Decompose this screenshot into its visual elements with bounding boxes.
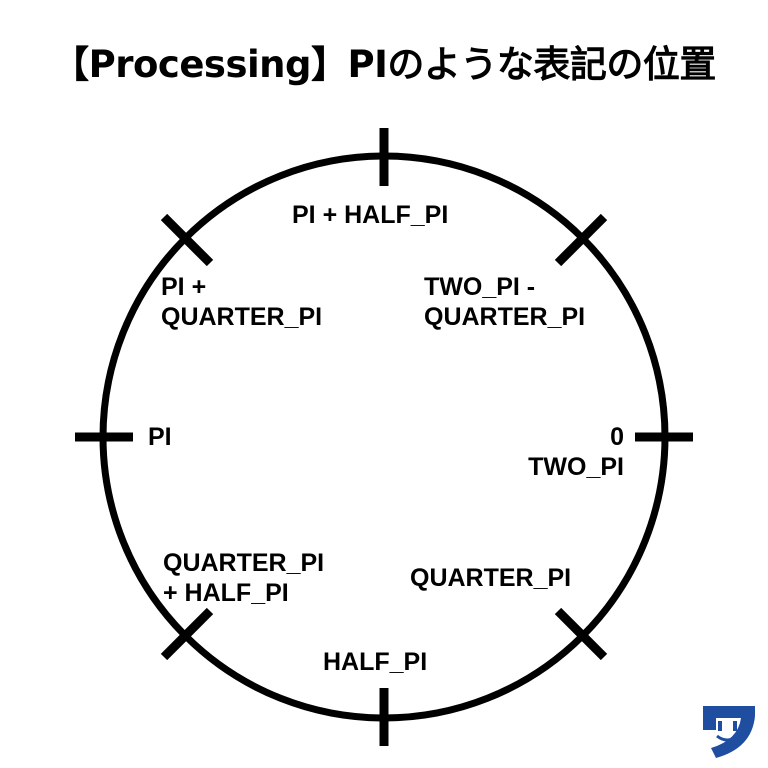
label-quarter-pi-plus-half-pi: QUARTER_PI+ HALF_PI <box>163 549 325 607</box>
label-pi-plus-quarter-pi: PI +QUARTER_PI <box>161 273 323 331</box>
tick-bottom-left <box>160 607 214 661</box>
label-half-pi: HALF_PI <box>323 648 428 676</box>
tick-bottom-right <box>554 607 608 661</box>
label-pi: PI <box>148 423 172 451</box>
label-two-pi-minus-quarter-pi: TWO_PI -QUARTER_PI <box>424 273 586 331</box>
page-title: 【Processing】PIのような表記の位置 <box>52 43 716 86</box>
tick-top-right <box>554 213 608 267</box>
label-quarter-pi: QUARTER_PI <box>410 564 572 592</box>
label-pi-plus-half-pi: PI + HALF_PI <box>292 201 449 229</box>
site-logo <box>703 706 755 758</box>
tick-top-left <box>160 213 214 267</box>
